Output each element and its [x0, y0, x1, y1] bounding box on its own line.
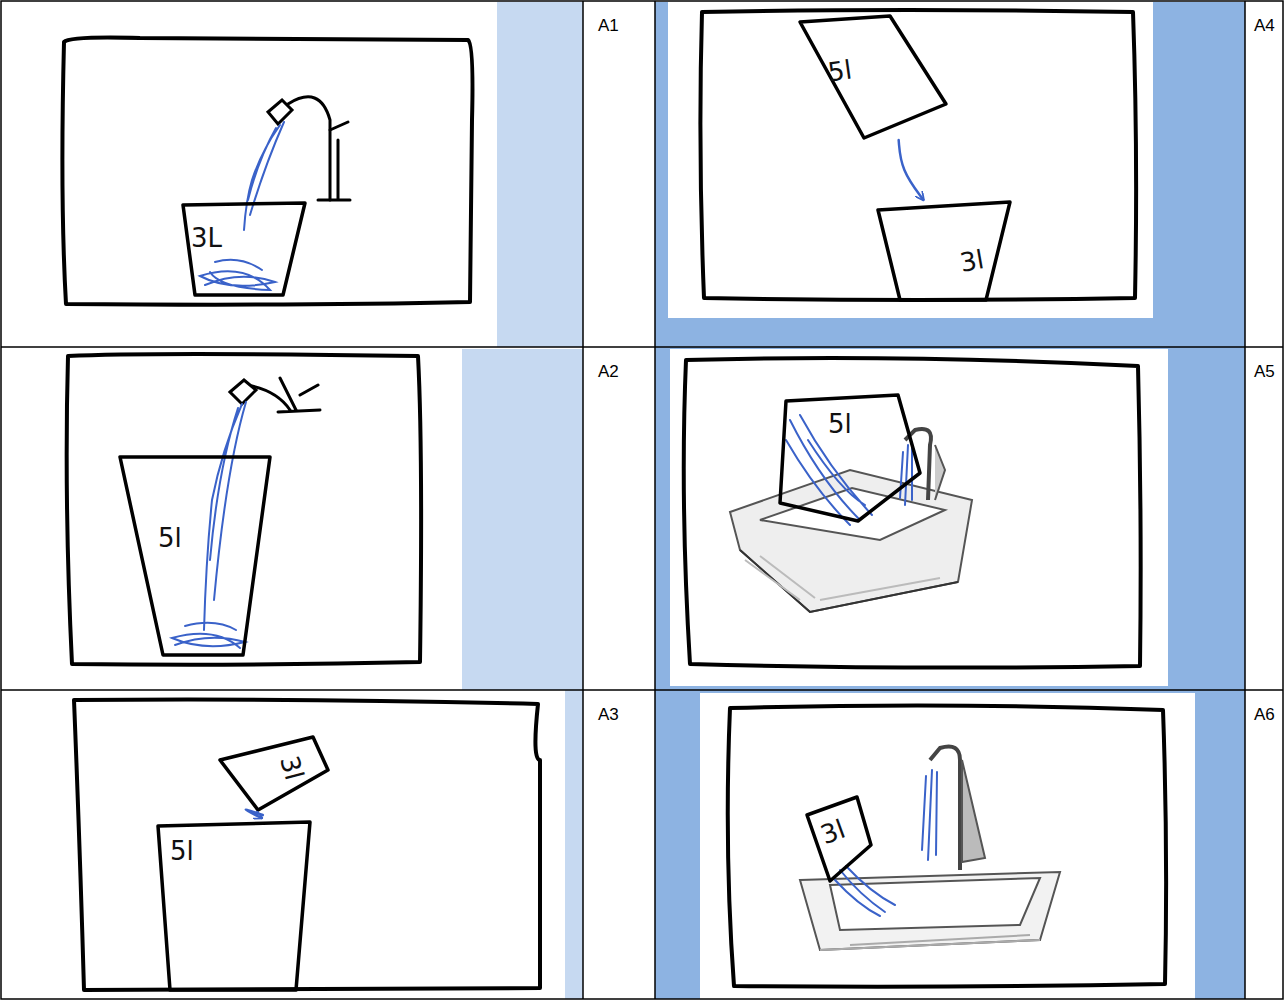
- volume-label: 3L: [191, 225, 222, 251]
- sink: [800, 747, 1060, 951]
- panel-label: A3: [598, 705, 619, 725]
- container-outline: [220, 737, 328, 810]
- volume-label: 5l: [170, 838, 194, 864]
- container-outline: [118, 455, 274, 659]
- volume-label: 3l: [958, 246, 986, 276]
- container-outline: [800, 16, 946, 138]
- container-outline: [183, 203, 305, 295]
- volume-label: 5l: [158, 525, 182, 551]
- water-container: 5l: [118, 455, 274, 659]
- water-container: 3l: [805, 795, 875, 885]
- volume-label: 3l: [276, 753, 307, 783]
- pour-arrow: [899, 140, 924, 200]
- water-container: 5l: [778, 393, 924, 525]
- water-container: 3L: [183, 203, 307, 297]
- volume-label: 5l: [828, 411, 852, 437]
- volume-label: 5l: [826, 56, 853, 85]
- panel-label: A6: [1254, 705, 1275, 725]
- cell-shading: [497, 2, 583, 347]
- image-cell: [700, 693, 1195, 1001]
- container-outline: [878, 202, 1010, 300]
- container-outline: [780, 395, 920, 521]
- water-container: 3l: [878, 200, 1012, 304]
- sketch-frame: [62, 10, 1166, 990]
- water-tap: [230, 378, 320, 412]
- water-container: 5l: [798, 16, 948, 140]
- image-cell: [670, 349, 1168, 686]
- container-outline: [120, 457, 270, 655]
- panel-label: A2: [598, 362, 619, 382]
- panel-label: A5: [1254, 362, 1275, 382]
- cell-shading: [565, 690, 583, 999]
- image-cell: [668, 0, 1153, 318]
- water-tap: [268, 97, 350, 200]
- panel-label: A4: [1254, 16, 1275, 36]
- container-outline: [798, 16, 948, 140]
- cell-shading: [462, 349, 583, 690]
- panel-label: A1: [598, 16, 619, 36]
- container-outline: [158, 822, 310, 990]
- water-stream: [172, 402, 246, 648]
- container-outline: [218, 735, 332, 815]
- volume-label: 3l: [817, 816, 848, 849]
- container-outline: [807, 797, 871, 881]
- water-stream: [835, 770, 937, 916]
- container-outline: [878, 200, 1012, 304]
- water-container: 3l: [218, 735, 332, 815]
- pour-arrow: [246, 810, 263, 818]
- water-container: 5l: [158, 818, 312, 994]
